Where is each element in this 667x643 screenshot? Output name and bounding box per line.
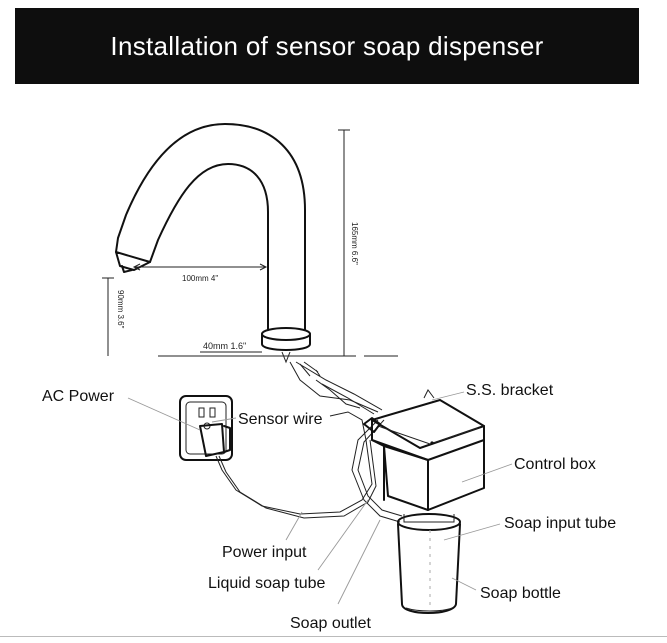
label-liquid-soap-tube: Liquid soap tube <box>208 575 326 592</box>
wall-outlet <box>179 395 233 461</box>
label-control-box: Control box <box>514 456 596 473</box>
dim-height: 165mm 6.6" <box>350 222 359 265</box>
label-soap-bottle: Soap bottle <box>480 585 561 602</box>
page-title: Installation of sensor soap dispenser <box>110 30 544 61</box>
dispenser-spout <box>115 123 311 364</box>
dim-base-diameter: 40mm 1.6" <box>203 341 246 351</box>
label-sensor-wire: Sensor wire <box>238 411 323 428</box>
dim-clearance: 90mm 3.6" <box>116 290 125 329</box>
label-soap-outlet: Soap outlet <box>290 615 372 632</box>
label-ac-power: AC Power <box>42 388 115 405</box>
dim-spout-reach: 100mm 4" <box>182 274 218 283</box>
soap-bottle <box>397 513 461 614</box>
label-power-input: Power input <box>222 544 307 561</box>
leader-lines <box>127 391 513 605</box>
label-soap-input-tube: Soap input tube <box>504 515 616 532</box>
dimension-lines <box>102 129 398 357</box>
label-ss-bracket: S.S. bracket <box>466 382 554 399</box>
title-banner: Installation of sensor soap dispenser <box>15 8 639 84</box>
control-box <box>363 389 485 511</box>
bottom-divider <box>0 636 667 637</box>
wires-and-tubes <box>215 361 403 523</box>
